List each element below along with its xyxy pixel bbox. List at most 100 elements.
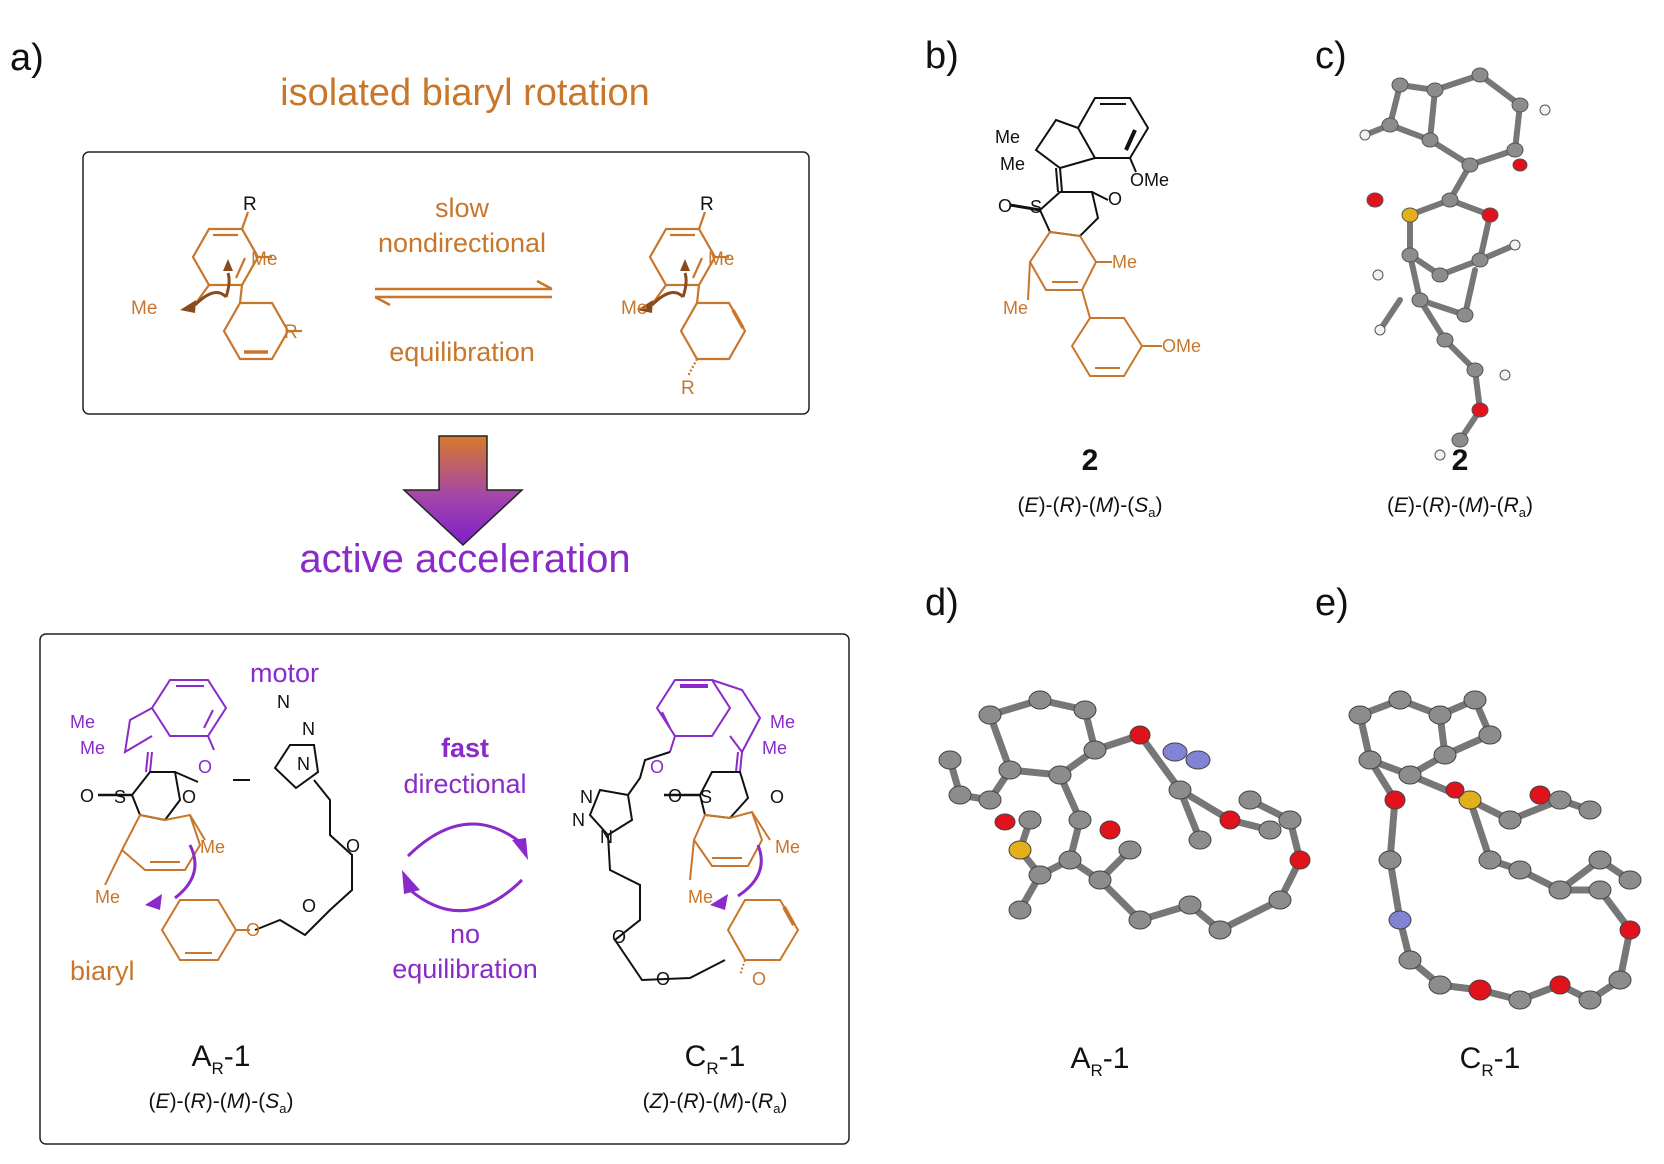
mol2-me-b: Me [1000,154,1025,174]
cr1-o-4: O [752,969,766,989]
mol2-o-ketone: O [1108,189,1122,209]
c-stereo-p4: )-( [1444,494,1465,517]
cr1-name-sub: R [706,1059,718,1078]
c-stereo-p7: R [1504,494,1519,517]
ar1-n-2: N [302,719,315,739]
left-me-2: Me [131,298,157,319]
cr1-n-2: N [572,810,585,830]
panel-b-letter: b) [925,35,959,77]
cr1-stereo-p5: M [720,1090,738,1113]
c-stereo-p9: ) [1526,494,1533,517]
b-stereo-p8: a [1148,505,1156,520]
ar1-name-tail: -1 [224,1040,251,1073]
c-stereo-p5: M [1465,494,1483,517]
cr1-stereo-p8: a [773,1101,781,1116]
biaryl-left [180,211,302,361]
cr1-stereo-p3: R [683,1090,698,1113]
mol2-s: S [1030,197,1042,217]
cr1-me-2: Me [762,738,787,758]
d-name-sub: R [1091,1061,1103,1080]
crystal-structure-2 [1359,67,1551,461]
biaryl-label: biaryl [70,956,135,986]
ar1-me-4: Me [95,887,120,907]
cr1-n-3: N [600,827,613,847]
ar1-name-main: A [192,1040,212,1073]
ar1-stereo-p0: ( [149,1090,156,1113]
panel-e-letter: e) [1315,582,1349,624]
left-r-side: R [284,322,298,343]
ar1-n-1: N [277,692,290,712]
ar1-name-d: AR-1 [1071,1042,1130,1080]
mol2-me-c: Me [1112,252,1137,272]
panel-c: c) [1315,35,1551,520]
d-name-main: A [1071,1042,1091,1075]
molecule-2-structure [1009,97,1162,377]
c-stereo-p3: R [1429,494,1444,517]
heading-isolated: isolated biaryl rotation [280,72,650,114]
cr1-name: CR-1 [685,1040,746,1078]
ar1-stereo-p7: S [265,1090,279,1113]
ar1-stereo-p9: ) [286,1090,293,1113]
panel-a: a) isolated biaryl rotation R Me Me R [10,37,850,1145]
ar1-me-3: Me [200,837,225,857]
ar1-name: AR-1 [192,1040,251,1078]
ar1-stereo-p3: R [191,1090,206,1113]
cr1-stereo-p0: ( [643,1090,650,1113]
b-stereo-p7: S [1134,494,1148,517]
molecule-ar1 [98,679,353,961]
mol2-stereo-c: (E)-(R)-(M)-(Ra) [1387,494,1533,520]
cr1-name-tail: -1 [719,1040,746,1073]
directional-label: directional [403,769,526,799]
motor-label: motor [250,658,319,688]
cr1-stereo-p6: )-( [737,1090,758,1113]
cr1-o-ketone: O [770,787,784,807]
d-name-tail: -1 [1103,1042,1130,1075]
cr1-me-1: Me [770,712,795,732]
cr1-stereo-p2: )-( [662,1090,683,1113]
panel-d-letter: d) [925,582,959,624]
panel-d: d) [925,582,1311,1080]
cr1-me-4: Me [688,887,713,907]
fast-label: fast [441,733,489,763]
ar1-o-ether: O [198,757,212,777]
ar1-stereo: (E)-(R)-(M)-(Sa) [149,1090,294,1116]
no-label: no [450,919,480,949]
mol2-ome-top: OMe [1130,170,1169,190]
ar1-stereo-p2: )-( [170,1090,191,1113]
ar1-o-ketone: O [182,787,196,807]
equilibrium-arrows [374,279,553,307]
right-me-2: Me [621,298,647,319]
ar1-o-sulfoxide: O [80,786,94,806]
ar1-me-2: Me [80,738,105,758]
ar1-o-4: O [246,920,260,940]
right-r-side: R [681,378,695,399]
active-box [39,633,850,1145]
heading-active: active acceleration [299,537,630,581]
e-name-tail: -1 [1494,1042,1521,1075]
c-stereo-p8: a [1519,505,1527,520]
b-stereo-p0: ( [1018,494,1025,517]
cr1-o-3: O [656,969,670,989]
ar1-stereo-p1: E [156,1090,171,1113]
b-stereo-p1: E [1025,494,1040,517]
c-stereo-p2: )-( [1408,494,1429,517]
panel-e: e) [1315,582,1642,1080]
cr1-stereo-p1: Z [649,1090,664,1113]
ar1-name-sub: R [212,1059,224,1078]
c-stereo-p6: )-( [1483,494,1504,517]
ar1-o-2: O [346,836,360,856]
compound-2-b: 2 [1082,444,1099,477]
ar1-n-3: N [297,754,310,774]
panel-a-letter: a) [10,37,44,79]
e-name-sub: R [1481,1061,1493,1080]
ar1-s: S [114,787,126,807]
c-stereo-p1: E [1394,494,1409,517]
crystal-structure-cr1 [1348,690,1642,1010]
b-stereo-p6: )-( [1113,494,1134,517]
mol2-me-d: Me [1003,298,1028,318]
cr1-s: S [700,787,712,807]
ar1-me-1: Me [70,712,95,732]
ar1-stereo-p6: )-( [244,1090,265,1113]
panel-c-letter: c) [1315,35,1347,77]
